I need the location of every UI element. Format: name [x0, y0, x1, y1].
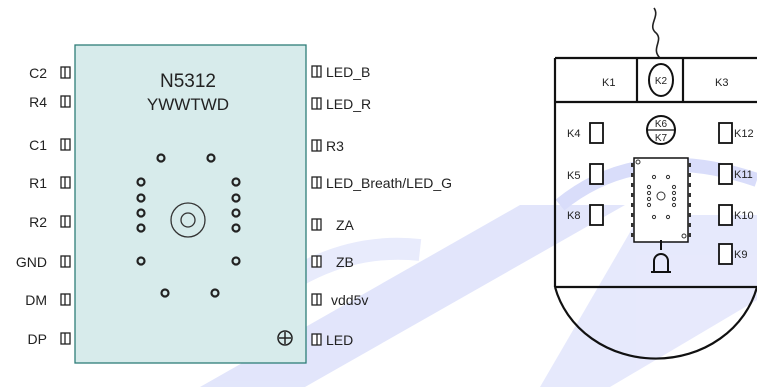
pin-label: DP — [28, 331, 47, 347]
sensor-hole — [231, 208, 241, 218]
mouse-outline — [553, 56, 757, 360]
pin-right-led-breath: LED_Breath/LED_G — [311, 175, 452, 191]
mouse-key-k7: K7 — [655, 133, 668, 144]
mouse-key-k11: K11 — [734, 169, 753, 181]
pin-right-led: LED — [311, 332, 353, 348]
pin-label: LED_R — [326, 96, 371, 112]
pin-right-za: ZA — [311, 217, 355, 233]
mouse-key-k2: K2 — [655, 76, 668, 87]
pin-label: R3 — [326, 138, 344, 154]
mouse-key-k2-outline — [648, 63, 674, 97]
mouse-key-k8: K8 — [567, 210, 580, 222]
right-side-keys: K12 K11 K10 K9 — [718, 122, 754, 265]
mouse-key-k1: K1 — [602, 77, 615, 89]
sensor-hole — [136, 208, 146, 218]
left-pins: C2 R4 C1 R1 R2 GND DM DP — [16, 65, 71, 347]
sensor-hole — [231, 223, 241, 233]
pin-label: ZB — [336, 254, 354, 270]
mouse-key-k6: K6 — [655, 119, 668, 130]
sensor-hole — [231, 256, 241, 266]
pin-label: GND — [16, 254, 47, 270]
led-icon — [651, 240, 671, 273]
sensor-holes — [136, 153, 241, 298]
sensor-hole — [136, 256, 146, 266]
pin-left-r4: R4 — [29, 94, 71, 110]
left-side-keys: K4 K5 K8 — [567, 122, 604, 226]
chip-part-number: N5312 — [160, 71, 216, 92]
sensor-hole — [206, 153, 216, 163]
sensor-hole — [136, 177, 146, 187]
sensor-hole — [136, 193, 146, 203]
pin-label: ZA — [336, 217, 355, 233]
lens — [170, 202, 206, 238]
mouse-key-k12: K12 — [734, 128, 754, 140]
mouse-key-k5: K5 — [567, 170, 580, 182]
pin-right-zb: ZB — [311, 254, 354, 270]
chip-body — [74, 44, 307, 364]
pin-label: vdd5v — [331, 292, 368, 308]
sensor-hole — [136, 223, 146, 233]
pin-left-dp: DP — [28, 331, 71, 347]
pin-left-r1: R1 — [29, 175, 71, 191]
pin-left-dm: DM — [25, 292, 71, 308]
pin-right-led-r: LED_R — [311, 96, 371, 112]
pin-label: LED_B — [326, 64, 370, 80]
pin-right-led-b: LED_B — [311, 64, 370, 80]
pin-label: R2 — [29, 214, 47, 230]
pin-label: C1 — [29, 137, 47, 153]
mouse-diagram: K1 K2 K3 K6 K7 K4 K5 K8 K12 K11 K10 — [553, 7, 757, 360]
pin-label: DM — [25, 292, 47, 308]
chip: N5312 YWWTWD — [74, 44, 307, 364]
sensor-hole — [231, 193, 241, 203]
scroll-wheel: K6 K7 — [646, 115, 676, 145]
chip-date-code: YWWTWD — [147, 95, 229, 114]
sensor-hole — [156, 153, 166, 163]
pin-label: R1 — [29, 175, 47, 191]
mouse-key-k9: K9 — [734, 249, 747, 261]
sensor-hole — [210, 288, 220, 298]
pin-label: LED_Breath/LED_G — [326, 175, 452, 191]
pin1-marker-icon — [277, 330, 293, 346]
pin-left-gnd: GND — [16, 254, 71, 270]
mouse-key-k10: K10 — [734, 210, 754, 222]
pin-label: LED — [326, 332, 353, 348]
mouse-key-k3: K3 — [715, 77, 728, 89]
sensor-hole — [160, 288, 170, 298]
pin-label: R4 — [29, 94, 47, 110]
pin-left-r2: R2 — [29, 214, 71, 230]
right-pins: LED_B LED_R R3 LED_Breath/LED_G ZA ZB vd… — [311, 64, 452, 348]
mouse-key-k4: K4 — [567, 128, 580, 140]
mouse-cable — [651, 7, 661, 59]
pin-right-vdd5v: vdd5v — [311, 292, 368, 308]
sensor-hole — [231, 177, 241, 187]
pin-left-c1: C1 — [29, 137, 71, 153]
pin-left-c2: C2 — [29, 65, 71, 81]
mini-sensor-chip — [631, 157, 691, 243]
pin-right-r3: R3 — [311, 138, 344, 154]
pin-label: C2 — [29, 65, 47, 81]
